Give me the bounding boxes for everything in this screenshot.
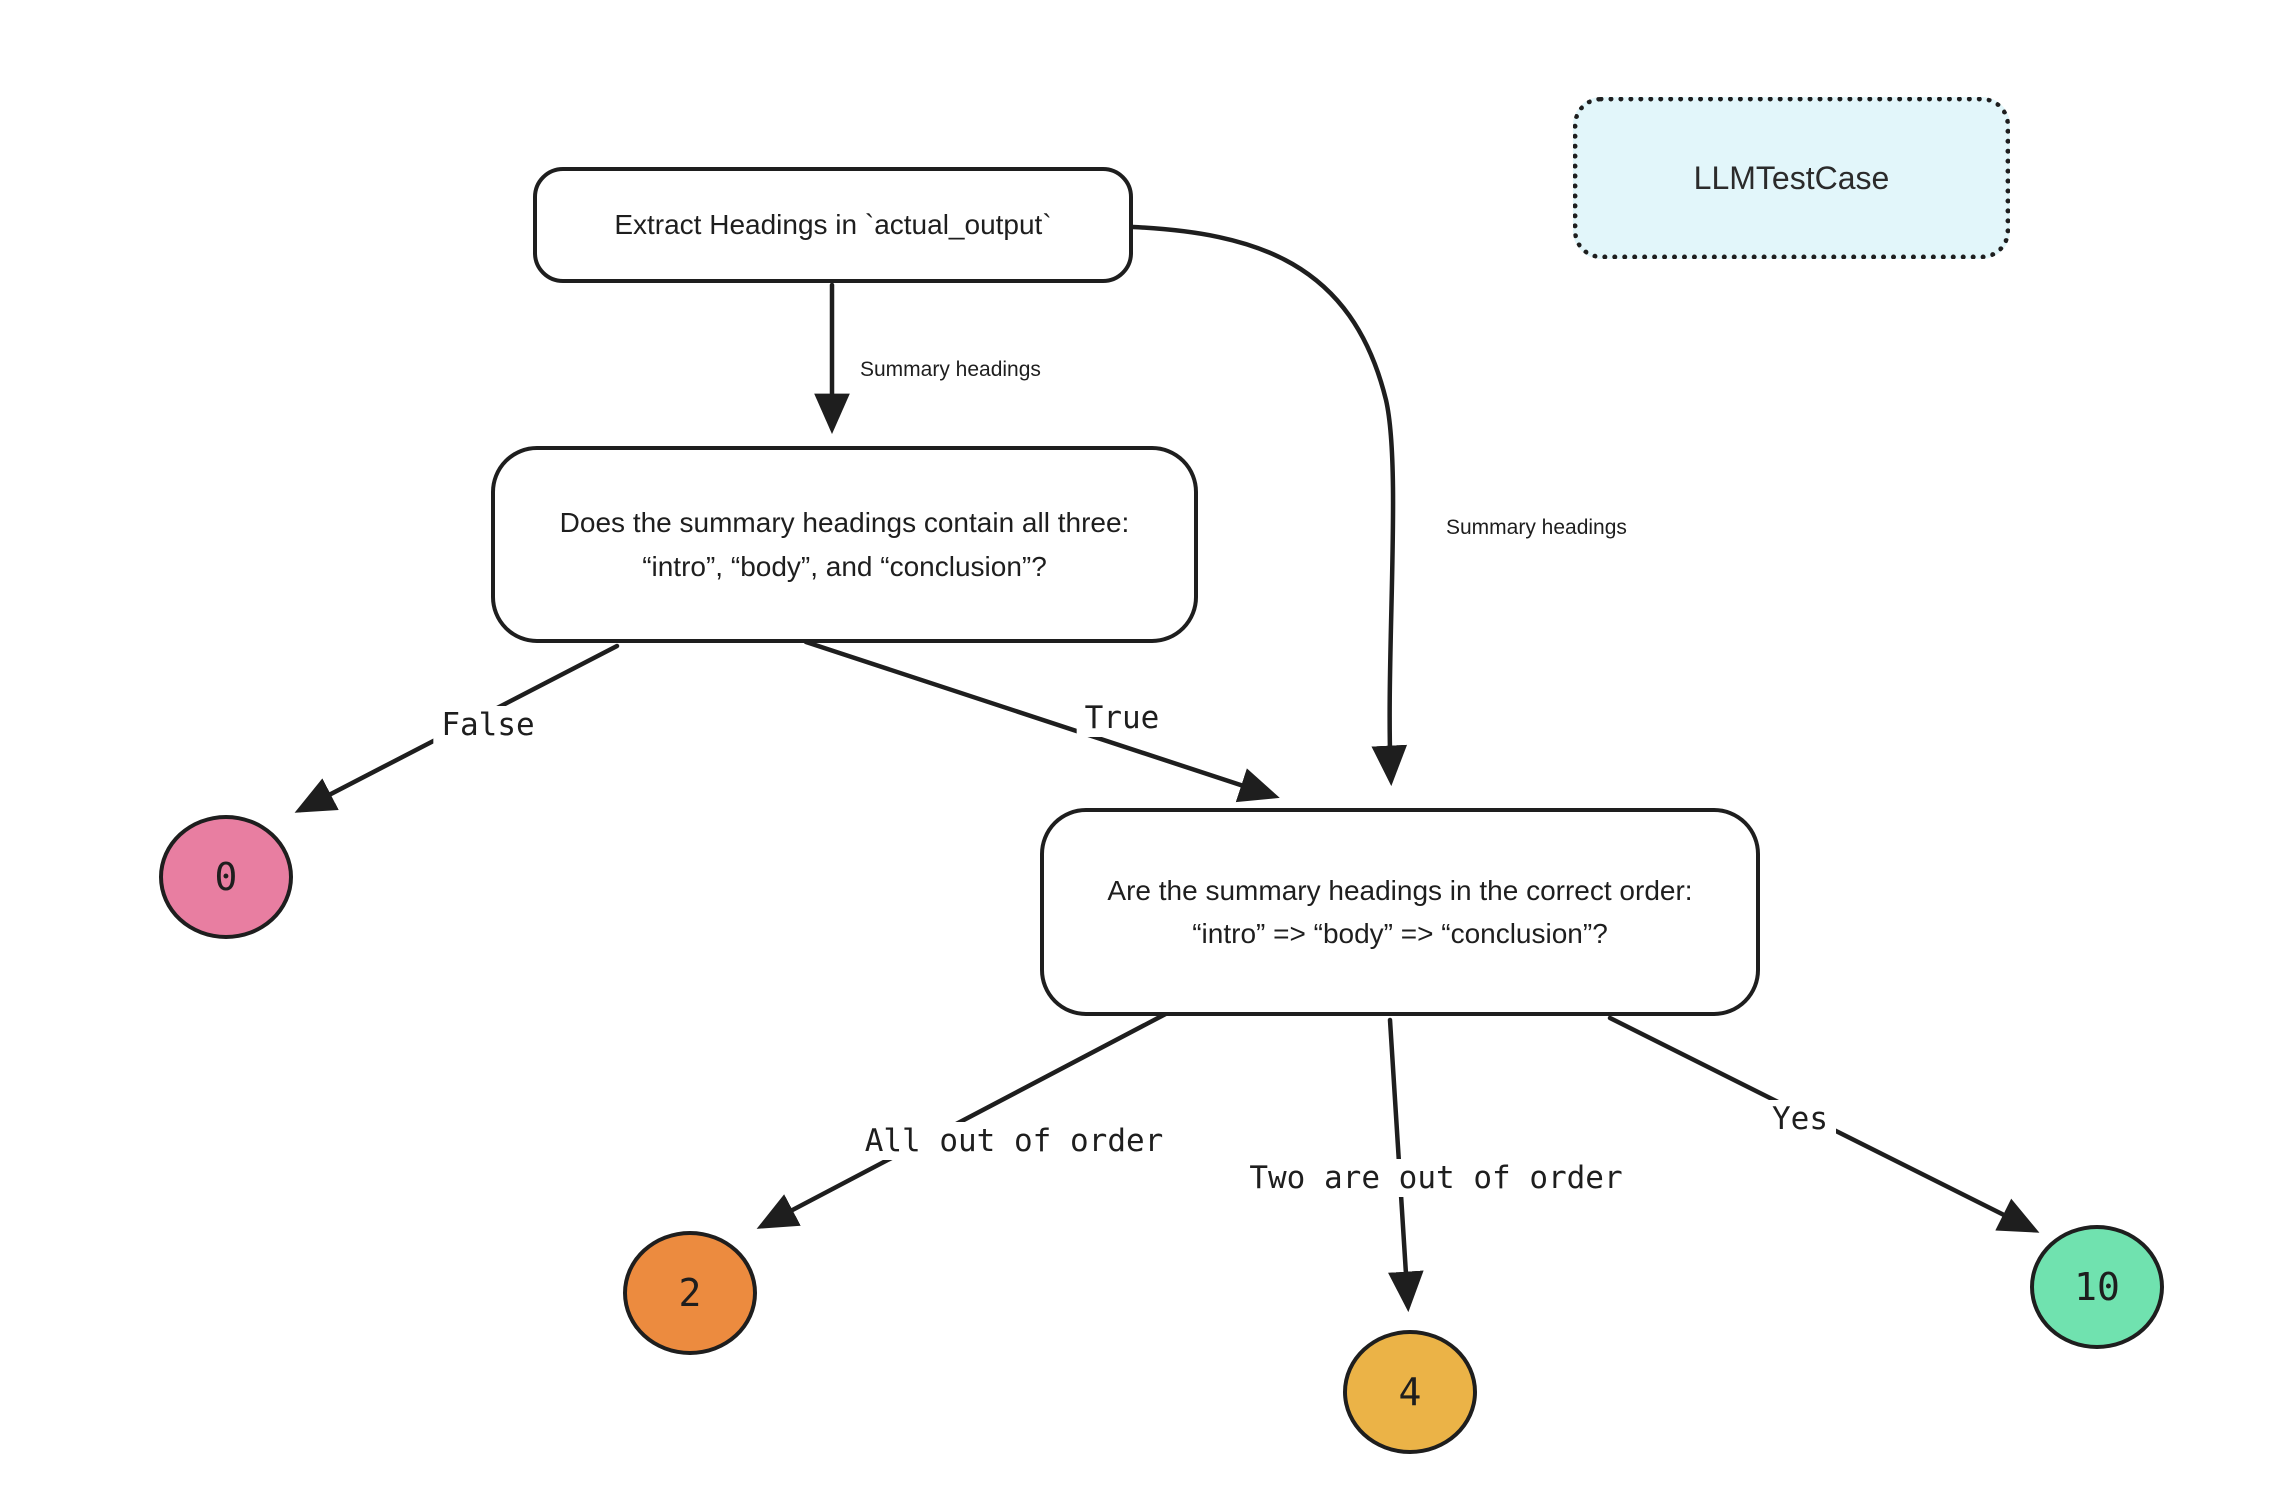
node-contains-check-line1: Does the summary headings contain all th…: [559, 507, 1130, 539]
edge-order-all-out: [756, 1005, 1180, 1229]
score-circle-2: 2: [623, 1231, 757, 1355]
llm-test-case-label: LLMTestCase: [1693, 159, 1890, 196]
score-circle-4-value: 4: [1398, 1370, 1422, 1414]
node-extract-headings: Extract Headings in `actual_output`: [533, 167, 1133, 283]
edge-label-summary-headings-2: Summary headings: [1442, 516, 1631, 540]
node-contains-check-line2: “intro”, “body”, and “conclusion”?: [642, 550, 1047, 582]
node-order-check-line2: “intro” => “body” => “conclusion”?: [1192, 918, 1608, 949]
llm-test-case-badge: LLMTestCase: [1573, 97, 2010, 259]
node-order-check: Are the summary headings in the correct …: [1040, 808, 1760, 1016]
edge-label-yes: Yes: [1764, 1100, 1836, 1138]
edge-label-two-out-of-order: Two are out of order: [1241, 1159, 1631, 1197]
edge-contains-true: [803, 639, 1280, 803]
edge-label-true: True: [1076, 699, 1168, 737]
edge-extract-to-order-curve: [1130, 224, 1408, 787]
score-circle-0-value: 0: [214, 855, 238, 899]
edge-label-false: False: [433, 706, 543, 744]
score-circle-2-value: 2: [678, 1271, 702, 1315]
node-order-check-line1: Are the summary headings in the correct …: [1107, 874, 1693, 906]
score-circle-0: 0: [159, 815, 293, 939]
score-circle-4: 4: [1343, 1330, 1477, 1454]
edge-label-all-out-of-order: All out of order: [856, 1122, 1172, 1160]
score-circle-10-value: 10: [2074, 1265, 2120, 1309]
edge-label-summary-headings-1: Summary headings: [856, 358, 1045, 382]
score-circle-10: 10: [2030, 1225, 2164, 1349]
node-contains-check: Does the summary headings contain all th…: [491, 446, 1198, 643]
node-extract-headings-label: Extract Headings in `actual_output`: [614, 209, 1052, 240]
